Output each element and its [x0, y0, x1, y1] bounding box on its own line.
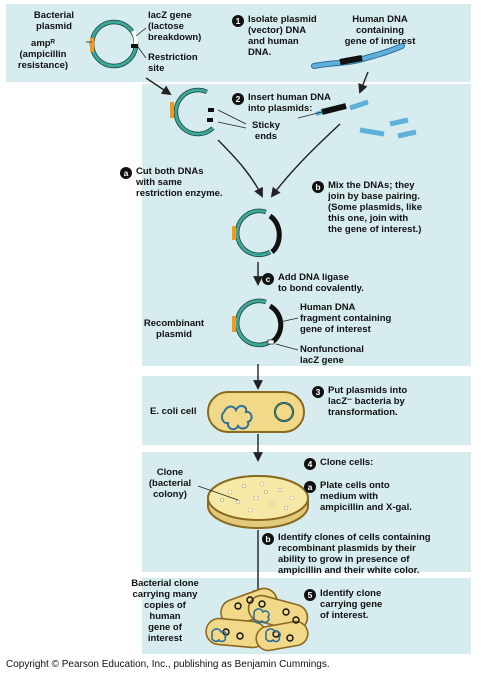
step4b-text: Identify clones of cells containing reco…	[278, 532, 431, 576]
step4a-text: Plate cells onto medium with ampicillin …	[320, 480, 412, 513]
human-dna-fragments	[315, 99, 417, 139]
label-recombinant-plasmid: Recombinant plasmid	[143, 318, 205, 340]
step-marker-4b: b	[262, 533, 274, 545]
step1-text: Isolate plasmid (vector) DNA and human D…	[248, 14, 317, 58]
panel-step3	[142, 376, 471, 445]
label-ampr: ampᴿ (ampicillin resistance)	[17, 38, 69, 71]
lacz-segment	[131, 29, 139, 45]
step2-text: Insert human DNA into plasmids:	[248, 92, 331, 114]
step4-text: Clone cells:	[320, 457, 374, 468]
step-marker-4: 4	[304, 458, 316, 470]
step-b-text: Mix the DNAs; they join by base pairing.…	[328, 180, 422, 235]
step-marker-b: b	[312, 181, 324, 193]
step-marker-5: 5	[304, 589, 316, 601]
cut-plasmid	[170, 87, 215, 137]
bacterial-chromosome	[220, 404, 253, 431]
ecoli-cell	[207, 391, 305, 433]
label-human-dna: Human DNA containing gene of interest	[344, 14, 416, 47]
label-human-fragment: Human DNA fragment containing gene of in…	[300, 302, 392, 335]
mixed-plasmid	[232, 208, 282, 258]
step-marker-c: c	[262, 273, 274, 285]
bacterial-clone	[205, 587, 309, 652]
step3-text: Put plasmids into lacZ⁻ bacteria by tran…	[328, 385, 408, 418]
label-sticky-ends: Sticky ends	[252, 120, 280, 142]
label-nonfunctional-lacz: Nonfunctional lacZ gene	[300, 344, 364, 366]
step-c-text: Add DNA ligase to bond covalently.	[278, 272, 364, 294]
human-dna-top	[311, 43, 405, 69]
label-restriction-site: Restriction site	[148, 52, 198, 74]
label-lacz-gene: lacZ gene (lactose breakdown)	[148, 10, 202, 43]
label-clone: Clone (bacterial colony)	[148, 467, 192, 500]
bacterial-plasmid-diagram	[89, 19, 139, 69]
label-bacterial-plasmid: Bacterial plasmid	[33, 10, 75, 32]
restriction-site-mark	[131, 44, 138, 48]
cell-plasmid-inner	[274, 402, 294, 422]
petri-dish	[207, 475, 309, 529]
label-bacterial-clone: Bacterial clone carrying many copies of …	[131, 578, 199, 644]
label-ecoli: E. coli cell	[150, 406, 197, 417]
step-marker-3: 3	[312, 386, 324, 398]
step-marker-2: 2	[232, 93, 244, 105]
step-marker-a: a	[120, 167, 132, 179]
copyright: Copyright © Pearson Education, Inc., pub…	[6, 659, 330, 670]
panel-step2	[142, 84, 471, 366]
step5-text: Identify clone carrying gene of interest…	[320, 588, 383, 621]
step-marker-1: 1	[232, 15, 244, 27]
step-a-text: Cut both DNAs with same restriction enzy…	[136, 166, 223, 199]
recombinant-plasmid	[232, 298, 284, 348]
step-marker-4a: a	[304, 481, 316, 493]
